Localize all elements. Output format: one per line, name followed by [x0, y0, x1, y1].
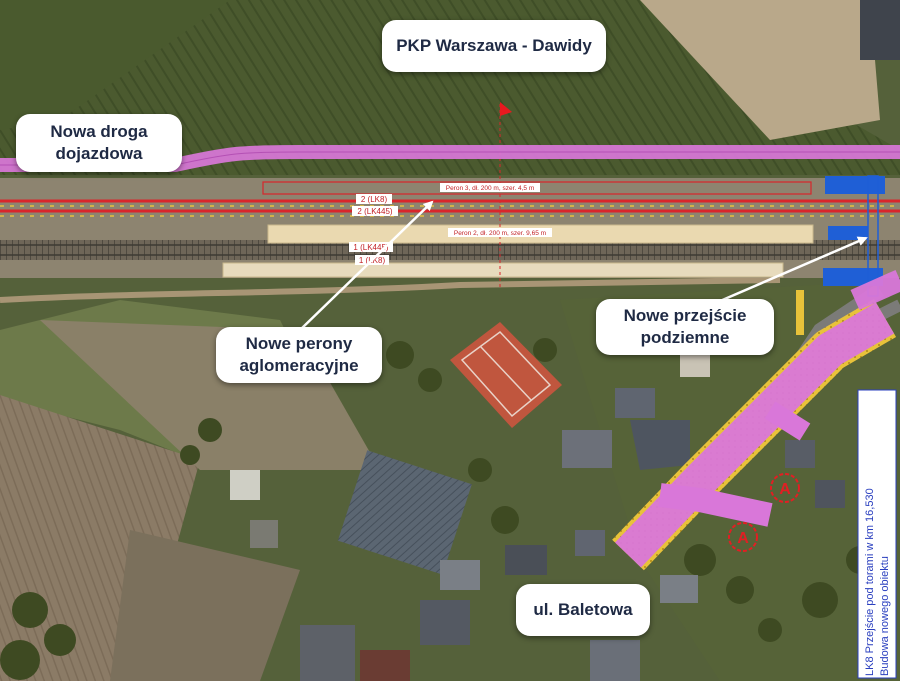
house-roof [360, 650, 410, 681]
underpass-stairs [825, 176, 885, 194]
new-road-label: Nowa droga dojazdowa [50, 122, 148, 163]
arrow-to-platforms [299, 200, 434, 331]
platform-labels: Peron 3, dł. 200 m, szer. 4,5 m Peron 2,… [440, 183, 552, 237]
buildings [230, 0, 900, 681]
house-roof [660, 575, 698, 603]
note-line-2: Budowa nowego obiektu [879, 556, 891, 676]
section-letter: A [779, 481, 791, 498]
new-access-road-axis [0, 151, 900, 166]
street-name-callout: ul. Baletowa [516, 584, 650, 636]
new-underpass-label: Nowe przejście podziemne [623, 306, 747, 347]
north-west-field [0, 0, 230, 130]
platform-label: Peron 2, dł. 200 m, szer. 9,65 m [454, 230, 546, 237]
station-name-callout: PKP Warszawa - Dawidy [382, 20, 606, 72]
building [230, 470, 260, 500]
section-marker-a [728, 522, 758, 552]
railway-corridor [0, 102, 900, 297]
vertical-note: LK8 Przejście pod torami w km 16,530 Bud… [857, 389, 897, 679]
section-marker-a [770, 473, 800, 503]
house-roof [300, 625, 355, 681]
house-roof [630, 420, 690, 470]
tennis-court [450, 322, 562, 428]
dirt-path [0, 277, 781, 303]
building [250, 520, 278, 548]
house-roof [785, 440, 815, 468]
track-label: 2 (LK8) [361, 195, 388, 204]
house-roof [860, 0, 900, 60]
house-roof [615, 388, 655, 418]
house-roof [590, 640, 640, 681]
new-road-callout: Nowa droga dojazdowa [16, 114, 182, 172]
north-field [0, 0, 900, 175]
section-letter: A [737, 530, 749, 547]
track-label: 1 (LK445) [353, 243, 388, 252]
trees [0, 338, 874, 680]
side-street [658, 483, 773, 527]
street-name: ul. Baletowa [533, 600, 633, 619]
south-field [110, 530, 300, 681]
north-east-bare-field [640, 0, 880, 140]
side-street [764, 401, 811, 441]
house-roof [575, 530, 605, 556]
house-roof [815, 480, 845, 508]
station-flag-icon [500, 102, 512, 116]
new-underpass-callout: Nowe przejście podziemne [596, 299, 774, 355]
station-name: PKP Warszawa - Dawidy [396, 36, 592, 55]
house-roof [420, 600, 470, 645]
house-roof [505, 545, 547, 575]
platform-3-outline [262, 181, 812, 195]
road-end [850, 269, 900, 311]
house-roof [440, 560, 480, 590]
new-platforms-callout: Nowe perony aglomeracyjne [216, 327, 382, 383]
building [680, 355, 710, 377]
platform-1 [222, 262, 784, 278]
note-line-1: LK8 Przejście pod torami w km 16,530 [864, 488, 876, 676]
house-roof [562, 430, 612, 468]
track-label: 2 (LK445) [357, 207, 392, 216]
greenhouse-roof [337, 450, 472, 575]
new-platforms-label: Nowe perony aglomeracyjne [239, 334, 359, 375]
underpass-stairs [828, 226, 868, 240]
platform-label: Peron 3, dł. 200 m, szer. 4,5 m [446, 185, 535, 192]
